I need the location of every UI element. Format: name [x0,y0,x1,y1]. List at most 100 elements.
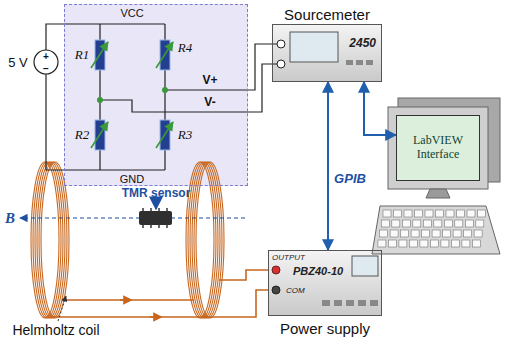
resistor-label: R3 [178,127,192,143]
keyboard-key [401,230,409,237]
resistor-symbol [156,42,173,68]
node-text: LabVIEW Interface [407,134,469,162]
keyboard-key [464,230,472,237]
monitor-screen: LabVIEW Interface [396,115,480,181]
computer [396,115,480,181]
keyboard-key [388,240,396,247]
keyboard-key [402,220,410,227]
keyboard-key [434,220,442,227]
sourcemeter-body [277,40,285,48]
field-label: B [5,210,15,227]
sensor-panel-fill [64,4,248,186]
resistor-symbol [91,40,173,150]
junction-dot [97,87,168,103]
power-supply-body [268,250,382,316]
coil-wire [120,299,128,301]
resistor-label: R2 [75,127,89,143]
voltage-source [34,24,100,170]
node-text: COM [286,286,305,295]
power-supply-body [272,286,280,294]
bridge-wire [100,23,165,24]
keyboard-key [432,230,440,237]
keyboard-key [392,220,400,227]
node-text: TMR sensor [122,186,191,200]
leader-line [58,296,66,321]
bridge-wire [100,24,248,170]
keyboard-key [465,220,473,227]
power-supply-body [346,300,354,306]
voltage-label: 5 V [8,55,28,70]
computer [372,98,500,254]
node-text: Sourcemeter [284,6,370,23]
resistor-symbol [156,122,173,148]
field-line [20,217,245,218]
sourcemeter-body [290,32,338,62]
voltage-source [34,50,58,74]
keyboard-key [474,230,482,237]
keyboard-key [446,210,454,217]
bus-label: GPIB [334,171,366,186]
resistor-label: R4 [178,40,192,56]
sourcemeter-body [272,24,382,82]
keyboard-key [394,210,402,217]
resistor-symbol [91,122,108,148]
keyboard-key [451,240,459,247]
sensor-panel: TMR sensor [64,4,248,186]
sensor-chip [139,208,172,228]
keyboard-key [420,240,428,247]
keyboard-key [411,230,419,237]
pointer-arrow [155,201,157,209]
keyboard-key [441,240,449,247]
keyboard-key [462,240,470,247]
ground-label: GND [120,173,144,185]
sourcemeter-body [277,60,285,68]
keyboard-key [430,240,438,247]
sourcemeter-body [272,24,382,82]
keyboard-key [383,210,391,217]
bridge-wire [100,169,165,170]
supply-label: VCC [120,7,143,19]
junction-dot [162,87,168,93]
keyboard-key [478,210,486,217]
node-text: 2450 [349,36,376,50]
keyboard-key [455,220,463,227]
keyboard-key [390,230,398,237]
power-supply-body [358,300,366,306]
sensor-chip [139,211,172,225]
polarity-mark: + [43,51,49,62]
signal-wire [248,44,272,90]
computer [426,189,450,198]
keyboard-key [453,230,461,237]
computer [388,107,488,189]
keyboard-key [422,230,430,237]
keyboard-key [436,210,444,217]
resistor-label: R1 [75,47,89,63]
part-label: Helmholtz coil [12,322,99,338]
keyboard-key [425,210,433,217]
keyboard-key [472,240,480,247]
keyboard-key [444,220,452,227]
keyboard-key [378,210,486,247]
resistor-symbol [156,120,173,150]
sourcemeter-body [366,60,373,65]
resistor-symbol [91,40,108,70]
power-supply-body [352,256,378,276]
signal-label: V- [204,95,215,109]
polarity-mark: − [43,63,49,74]
power-supply-body [370,300,378,306]
keyboard-key [381,220,389,227]
coil-wire [62,299,194,301]
keyboard-key [399,240,407,247]
bridge-wire [100,100,248,112]
keyboard-key [457,210,465,217]
instrument-box: Sourcemeter2450 [272,24,382,82]
node-text: PBZ40-10 [293,265,343,277]
keyboard-key [467,210,475,217]
keyboard-key [415,210,423,217]
node-text: OUTPUT [272,253,305,262]
keyboard-key [380,230,388,237]
sourcemeter-body [356,60,363,65]
coil-wire [150,316,158,318]
keyboard-key [476,220,484,227]
power-supply-body [334,300,342,306]
